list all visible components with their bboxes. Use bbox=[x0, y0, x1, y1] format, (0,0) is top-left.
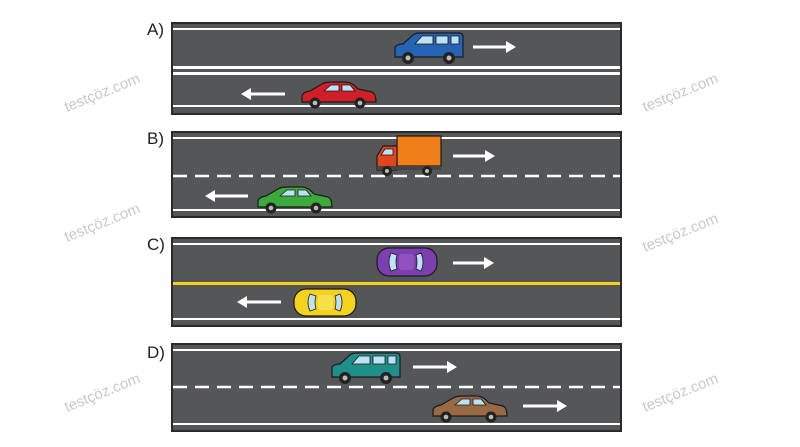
road-option-b[interactable] bbox=[171, 131, 622, 218]
road-option-a[interactable] bbox=[171, 22, 622, 115]
orange-truck-vehicle bbox=[376, 135, 442, 176]
arrow-left-icon bbox=[241, 88, 285, 100]
yellow-car-vehicle bbox=[293, 288, 357, 317]
arrow-right-icon bbox=[453, 150, 495, 162]
arrow-right-icon bbox=[473, 41, 516, 53]
green-sedan-vehicle bbox=[257, 186, 333, 214]
watermark: testçöz.com bbox=[640, 70, 721, 116]
double-solid-line bbox=[173, 66, 620, 69]
option-a-label[interactable]: A) bbox=[147, 20, 164, 39]
road-option-d[interactable] bbox=[171, 343, 622, 432]
option-c-label[interactable]: C) bbox=[147, 235, 165, 254]
red-sedan-vehicle bbox=[301, 81, 377, 109]
arrow-left-icon bbox=[205, 190, 248, 202]
blue-suv-vehicle bbox=[394, 32, 464, 64]
arrow-right-icon bbox=[453, 257, 494, 269]
option-b-label[interactable]: B) bbox=[147, 129, 164, 148]
watermark: testçöz.com bbox=[640, 210, 721, 256]
brown-sedan-vehicle bbox=[432, 395, 508, 423]
teal-suv-vehicle bbox=[331, 352, 401, 384]
option-d-label[interactable]: D) bbox=[147, 343, 165, 362]
watermark: testçöz.com bbox=[640, 370, 721, 416]
arrow-right-icon bbox=[523, 400, 567, 412]
arrow-left-icon bbox=[237, 296, 281, 308]
purple-car-vehicle bbox=[376, 247, 438, 277]
road-option-c[interactable] bbox=[171, 237, 622, 327]
watermark: testçöz.com bbox=[62, 370, 143, 416]
solid-yellow-line bbox=[173, 282, 620, 285]
watermark: testçöz.com bbox=[62, 70, 143, 116]
watermark: testçöz.com bbox=[62, 200, 143, 246]
arrow-right-icon bbox=[413, 361, 457, 373]
